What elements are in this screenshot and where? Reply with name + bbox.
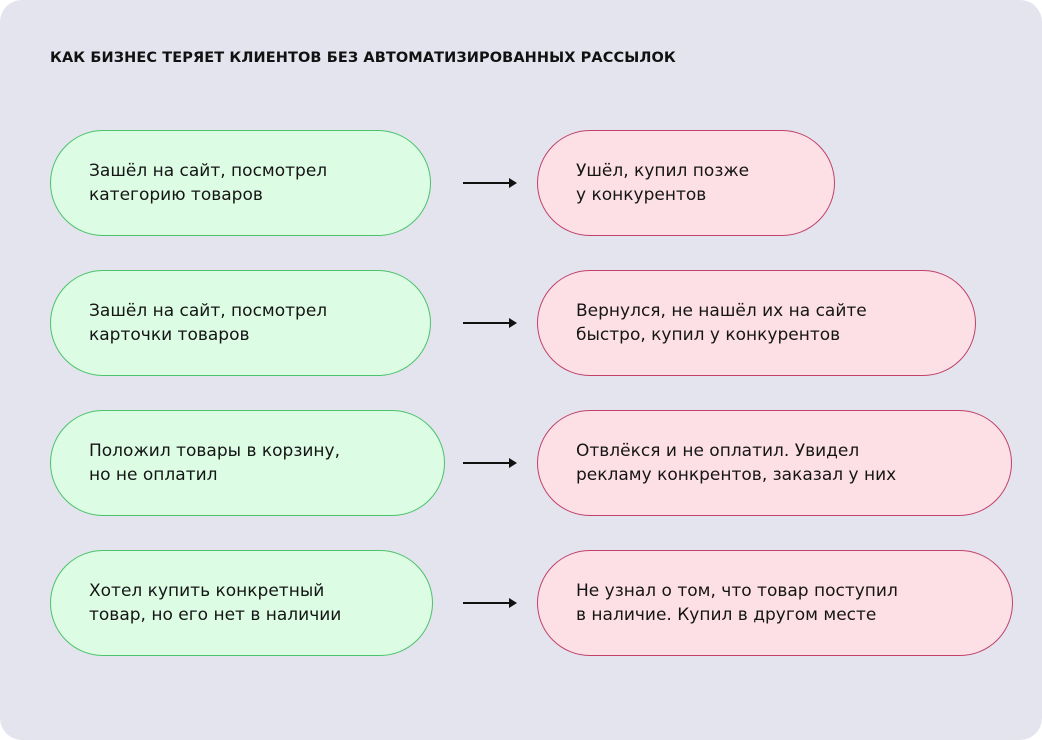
outcome-text: Отвлёкся и не оплатил. Увидел рекламу ко… [576, 440, 897, 486]
action-text: Зашёл на сайт, посмотрел карточки товаро… [89, 300, 328, 346]
outcome-pill: Не узнал о том, что товар поступил в нал… [537, 550, 1013, 656]
outcome-text: Ушёл, купил позже у конкурентов [576, 160, 750, 206]
arrow-right-icon [463, 598, 517, 608]
diagram-title: КАК БИЗНЕС ТЕРЯЕТ КЛИЕНТОВ БЕЗ АВТОМАТИЗ… [50, 50, 676, 66]
outcome-pill: Вернулся, не нашёл их на сайте быстро, к… [537, 270, 976, 376]
action-text: Хотел купить конкретный товар, но его не… [89, 580, 342, 626]
arrow-right-icon [463, 178, 517, 188]
action-text: Зашёл на сайт, посмотрел категорию товар… [89, 160, 328, 206]
action-pill: Зашёл на сайт, посмотрел категорию товар… [50, 130, 431, 236]
flow-row: Хотел купить конкретный товар, но его не… [0, 550, 1042, 660]
arrow-right-icon [463, 458, 517, 468]
outcome-text: Вернулся, не нашёл их на сайте быстро, к… [576, 300, 867, 346]
action-text: Положил товары в корзину, но не оплатил [89, 440, 340, 486]
outcome-text: Не узнал о том, что товар поступил в нал… [576, 580, 898, 626]
arrow-right-icon [463, 318, 517, 328]
outcome-pill: Ушёл, купил позже у конкурентов [537, 130, 835, 236]
action-pill: Положил товары в корзину, но не оплатил [50, 410, 445, 516]
flow-row: Положил товары в корзину, но не оплатил … [0, 410, 1042, 520]
action-pill: Хотел купить конкретный товар, но его не… [50, 550, 433, 656]
flow-row: Зашёл на сайт, посмотрел категорию товар… [0, 130, 1042, 240]
action-pill: Зашёл на сайт, посмотрел карточки товаро… [50, 270, 431, 376]
outcome-pill: Отвлёкся и не оплатил. Увидел рекламу ко… [537, 410, 1012, 516]
flow-row: Зашёл на сайт, посмотрел карточки товаро… [0, 270, 1042, 380]
